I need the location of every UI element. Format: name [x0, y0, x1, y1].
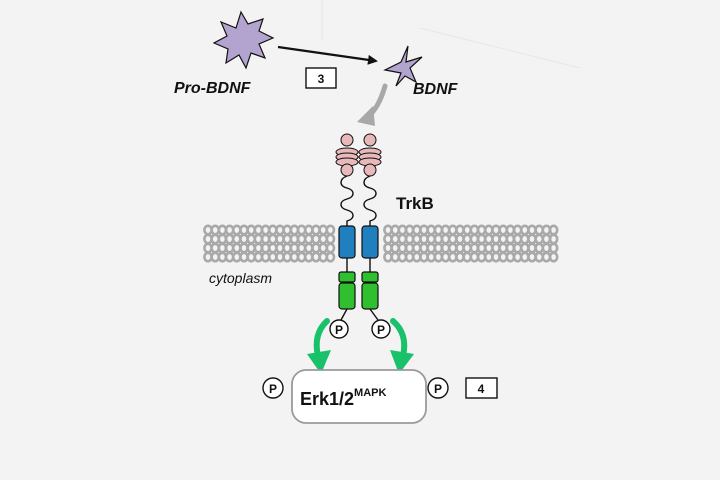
receptor-phosphate-right: P [371, 319, 391, 339]
lipid-head [548, 224, 559, 236]
pro-bdnf-starburst-icon [212, 10, 275, 70]
erk-phosphate-left: P [262, 377, 284, 399]
trkb-label: TrkB [396, 194, 434, 213]
erk-box: Erk1/2MAPK [291, 369, 427, 424]
phosphate-label: P [335, 323, 343, 337]
erk-label-superscript: MAPK [354, 387, 386, 399]
binding-arrow [357, 83, 388, 126]
lipid-head [325, 242, 336, 254]
activation-arrow-right [390, 318, 414, 374]
step-3-number: 3 [318, 72, 325, 86]
erk-label: Erk1/2MAPK [300, 387, 386, 409]
phosphate-label: P [269, 382, 277, 396]
bdnf-label: BDNF [413, 81, 459, 98]
transmembrane-domain-left [338, 225, 356, 259]
lipid-head [548, 242, 559, 254]
phosphate-label: P [434, 382, 442, 396]
trkb-monomer-left [335, 133, 359, 321]
erk-phosphate-right: P [427, 377, 449, 399]
lipid-head [548, 251, 559, 263]
step-4-number: 4 [478, 382, 485, 396]
cytoplasm-label: cytoplasm [209, 270, 272, 286]
lipid-head [325, 251, 336, 263]
extracellular-linker-left [340, 175, 354, 226]
kinase-domain-right-upper [361, 271, 379, 283]
erk-label-main: Erk1/2 [300, 389, 354, 409]
receptor-phosphate-left: P [329, 319, 349, 339]
activation-arrow-left [307, 318, 331, 374]
step-4-box: 4 [465, 377, 498, 399]
trkb-monomer-right [358, 133, 382, 321]
extracellular-linker-right [363, 175, 377, 226]
bdnf-star-icon [383, 45, 423, 87]
conversion-arrow [277, 45, 378, 65]
step-3-box: 3 [305, 67, 337, 89]
cell-membrane [203, 224, 559, 263]
trkb-receptor-dimer [335, 133, 382, 321]
ligand-binding-domain-left [335, 133, 359, 177]
background-decoration [321, 0, 581, 69]
ligand-binding-domain-right [358, 133, 382, 177]
transmembrane-domain-right [361, 225, 379, 259]
lipid-head [325, 233, 336, 245]
pro-bdnf-label: Pro-BDNF [174, 80, 252, 97]
lipid-head [548, 233, 559, 245]
kinase-domain-right-lower [361, 282, 379, 310]
kinase-domain-left-upper [338, 271, 356, 283]
kinase-domain-left-lower [338, 282, 356, 310]
phosphate-label: P [377, 323, 385, 337]
lipid-head [325, 224, 336, 236]
